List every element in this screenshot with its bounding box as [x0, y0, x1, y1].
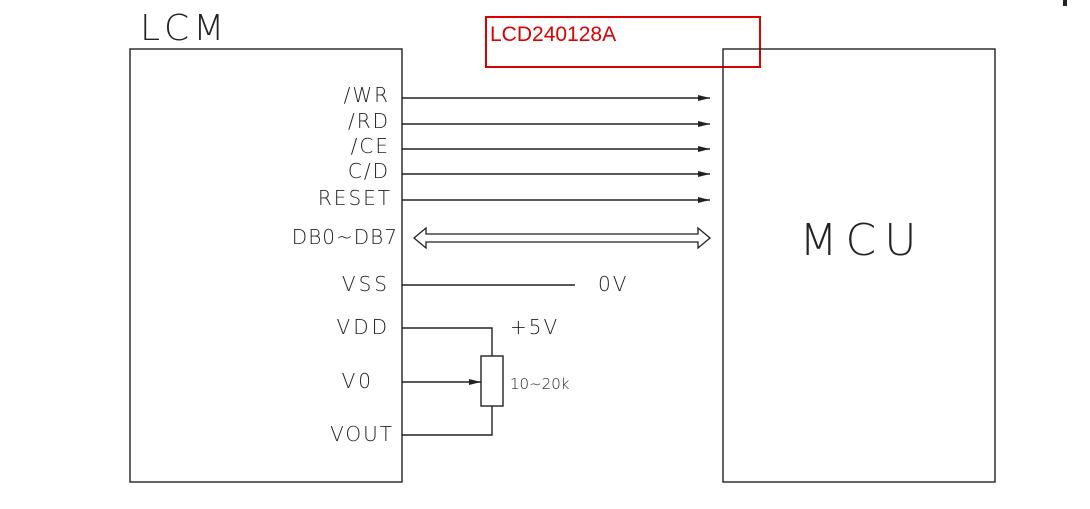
vss-label: VSS — [342, 272, 390, 296]
signal-label-db: DB0~DB7 — [292, 225, 398, 249]
model-label-box — [485, 16, 761, 68]
potentiometer-value-label: 10~20k — [510, 375, 570, 393]
lcm-block — [129, 48, 403, 483]
vout-wire — [402, 406, 493, 436]
vdd-wire — [402, 327, 493, 356]
lcm-title: LCM — [140, 8, 228, 49]
signal-label-rd: /RD — [348, 109, 390, 133]
mcu-label: MCU — [800, 215, 925, 266]
vdd-label: VDD — [337, 315, 390, 339]
model-label: LCD240128A — [490, 23, 616, 46]
data-bus-bidirectional-arrow — [412, 226, 712, 250]
signal-label-wr: /WR — [344, 83, 390, 107]
vdd-voltage-label: +5V — [510, 315, 559, 339]
mcu-block — [722, 48, 996, 483]
v0-label: V0 — [342, 369, 374, 393]
potentiometer — [480, 355, 504, 407]
signal-label-cd: C/D — [348, 159, 390, 183]
vout-label: VOUT — [330, 422, 394, 446]
corner-mark — [1063, 0, 1067, 6]
signal-label-reset: RESET — [318, 186, 392, 210]
signal-label-ce: /CE — [351, 134, 390, 158]
vss-voltage-label: 0V — [598, 272, 628, 296]
